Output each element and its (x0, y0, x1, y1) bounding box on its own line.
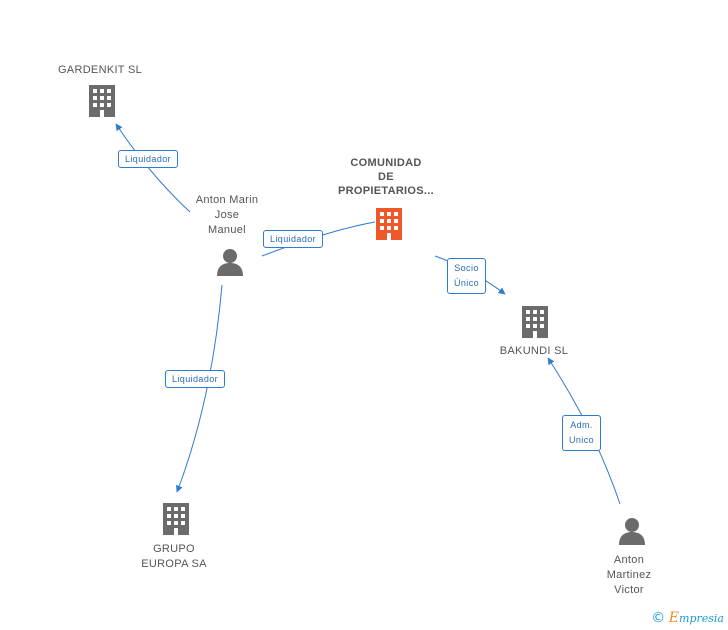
building-icon[interactable] (376, 208, 402, 240)
edge-marin-comunidad (261, 221, 376, 257)
edge-label-liquidador: Liquidador (263, 230, 324, 248)
node-label-anton-martinez[interactable]: Anton Martinez Victor (606, 554, 652, 596)
node-label-comunidad[interactable]: COMUNIDAD DE PROPIETARIOS... (338, 157, 434, 197)
edge-marin-gardenkit (115, 123, 191, 213)
edge-label-liquidador: Liquidador (165, 370, 226, 388)
node-label-anton-marin[interactable]: Anton Marin Jose Manuel (195, 194, 259, 236)
edge-marin-grupo (175, 284, 223, 493)
node-label-gardenkit[interactable]: GARDENKIT SL (57, 64, 143, 76)
edge-label-liquidador: Liquidador (118, 150, 179, 168)
person-icon[interactable] (619, 518, 645, 545)
logo-initial: E (668, 610, 680, 626)
building-icon[interactable] (163, 503, 189, 535)
building-icon[interactable] (89, 85, 115, 117)
building-icon[interactable] (522, 306, 548, 338)
copyright-icon: © (651, 610, 666, 626)
node-label-bakundi[interactable]: BAKUNDI SL (499, 345, 569, 357)
empresia-logo: © Empresia (651, 610, 724, 626)
edge-label-adm-unico: Adm. Unico (562, 415, 602, 451)
person-icon[interactable] (217, 249, 243, 276)
logo-text: mpresia (679, 612, 724, 625)
edge-label-socio-unico: Socio Único (447, 258, 487, 294)
node-label-grupo-europa[interactable]: GRUPO EUROPA SA (141, 543, 207, 570)
